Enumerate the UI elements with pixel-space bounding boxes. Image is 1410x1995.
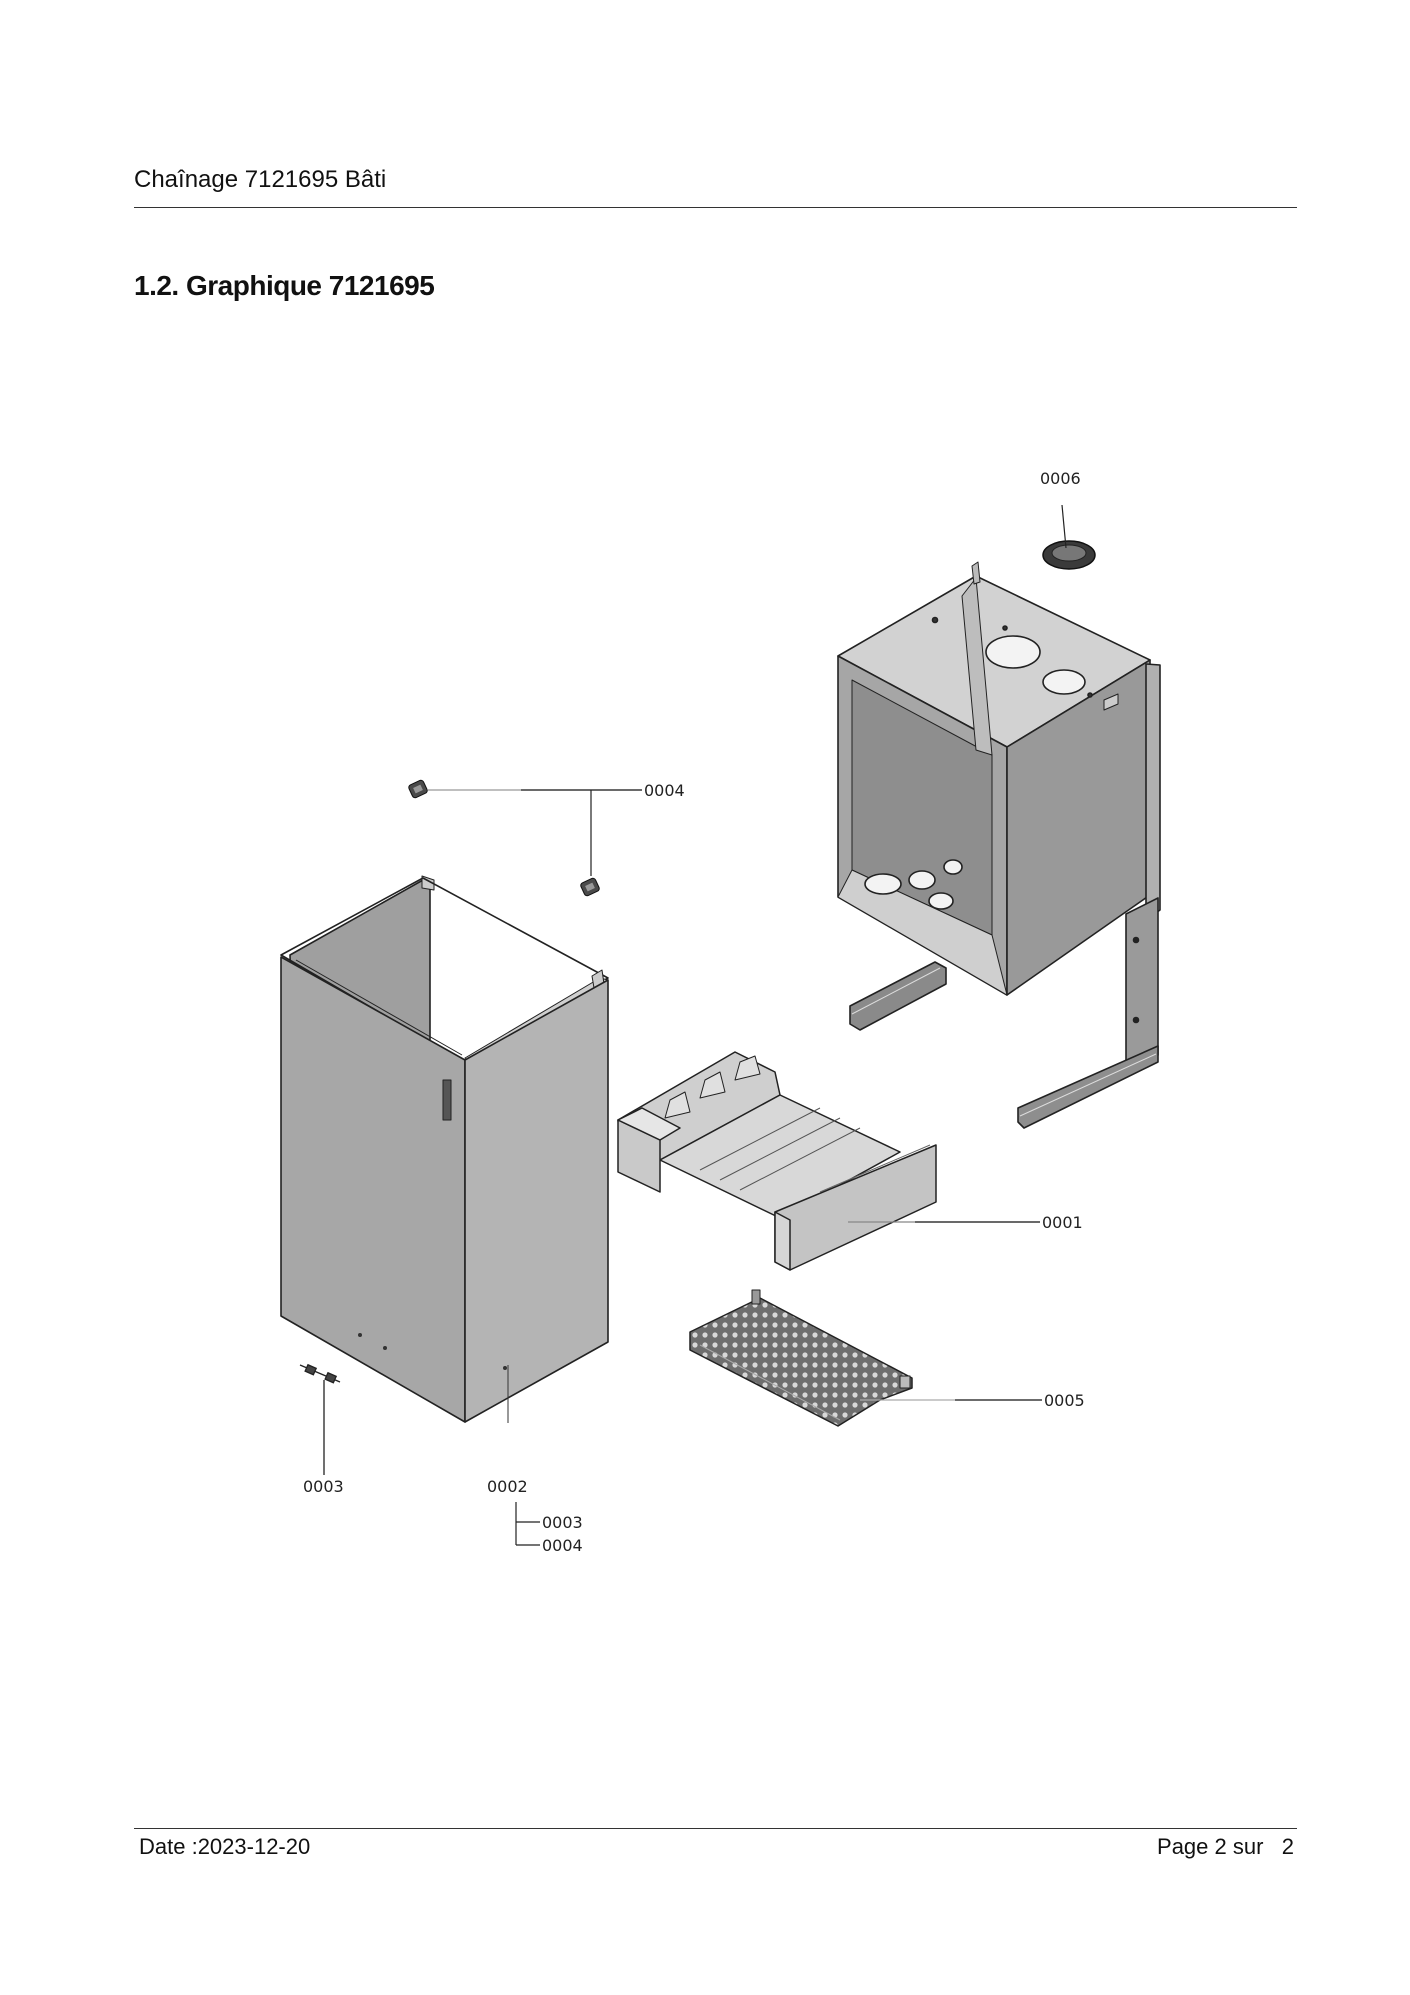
- part-perforated-plate-0005: [689, 1289, 913, 1427]
- callout-label-0002: 0002: [487, 1477, 528, 1496]
- callout-label-0006: 0006: [1040, 469, 1081, 488]
- callout-label-0002-sub-0003: 0003: [542, 1513, 583, 1532]
- part-grommet-0006: [1042, 504, 1096, 570]
- part-clip-0004-upper: [408, 779, 428, 799]
- part-upper-casing-frame: [837, 561, 1161, 1129]
- callout-label-0001: 0001: [1042, 1213, 1083, 1232]
- callout-leader-0004: [428, 789, 642, 876]
- part-outer-casing-0002: [280, 875, 609, 1423]
- part-base-frame-0001: [617, 1051, 937, 1271]
- callout-leader-0002-subitems: [515, 1502, 540, 1546]
- document-header-title: Chaînage 7121695 Bâti: [134, 166, 387, 193]
- callout-label-0005: 0005: [1044, 1391, 1085, 1410]
- section-title: 1.2. Graphique 7121695: [134, 270, 435, 301]
- footer-divider: [134, 1828, 1297, 1829]
- callout-label-0004: 0004: [644, 781, 685, 800]
- footer-date: Date :2023-12-20: [139, 1834, 311, 1859]
- footer-page-number: Page 2 sur 2: [1157, 1834, 1294, 1859]
- callout-label-0002-sub-0004: 0004: [542, 1536, 583, 1555]
- header-divider: [134, 207, 1297, 208]
- part-bracket-0003: [299, 1363, 341, 1475]
- part-clip-0004-lower: [580, 877, 600, 897]
- callout-label-0003: 0003: [303, 1477, 344, 1496]
